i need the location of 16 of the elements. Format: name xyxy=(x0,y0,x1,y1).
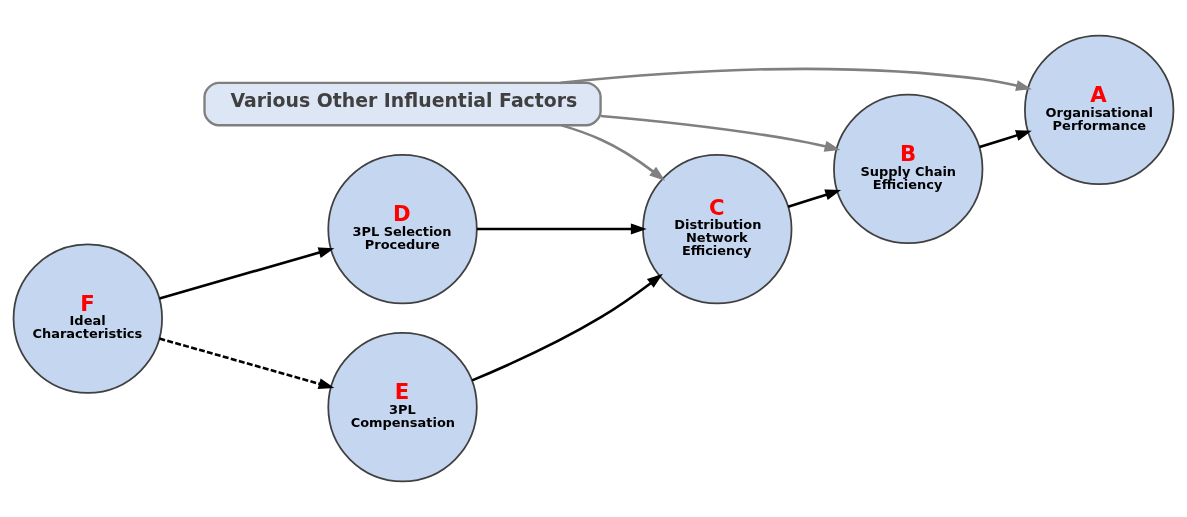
arrow xyxy=(159,247,335,300)
arrow xyxy=(560,67,1032,91)
node-circle: F Ideal Characteristics xyxy=(12,243,163,394)
arrow xyxy=(471,273,663,382)
arrow xyxy=(561,124,666,181)
arrow xyxy=(476,223,647,235)
node-circle: B Supply Chain Efficiency xyxy=(833,93,984,245)
node-circle: C Distribution Network Efficiency xyxy=(642,153,793,305)
node-box: Various Other Influential Factors xyxy=(203,81,602,127)
node-circle: D 3PL Selection Procedure xyxy=(327,153,478,305)
arrow xyxy=(159,337,335,390)
node-circle: A Organisational Performance xyxy=(1024,34,1175,186)
arrow xyxy=(600,114,841,152)
node-circle: E 3PL Compensation xyxy=(327,331,478,483)
arrow xyxy=(979,130,1032,149)
arrow xyxy=(787,189,842,209)
